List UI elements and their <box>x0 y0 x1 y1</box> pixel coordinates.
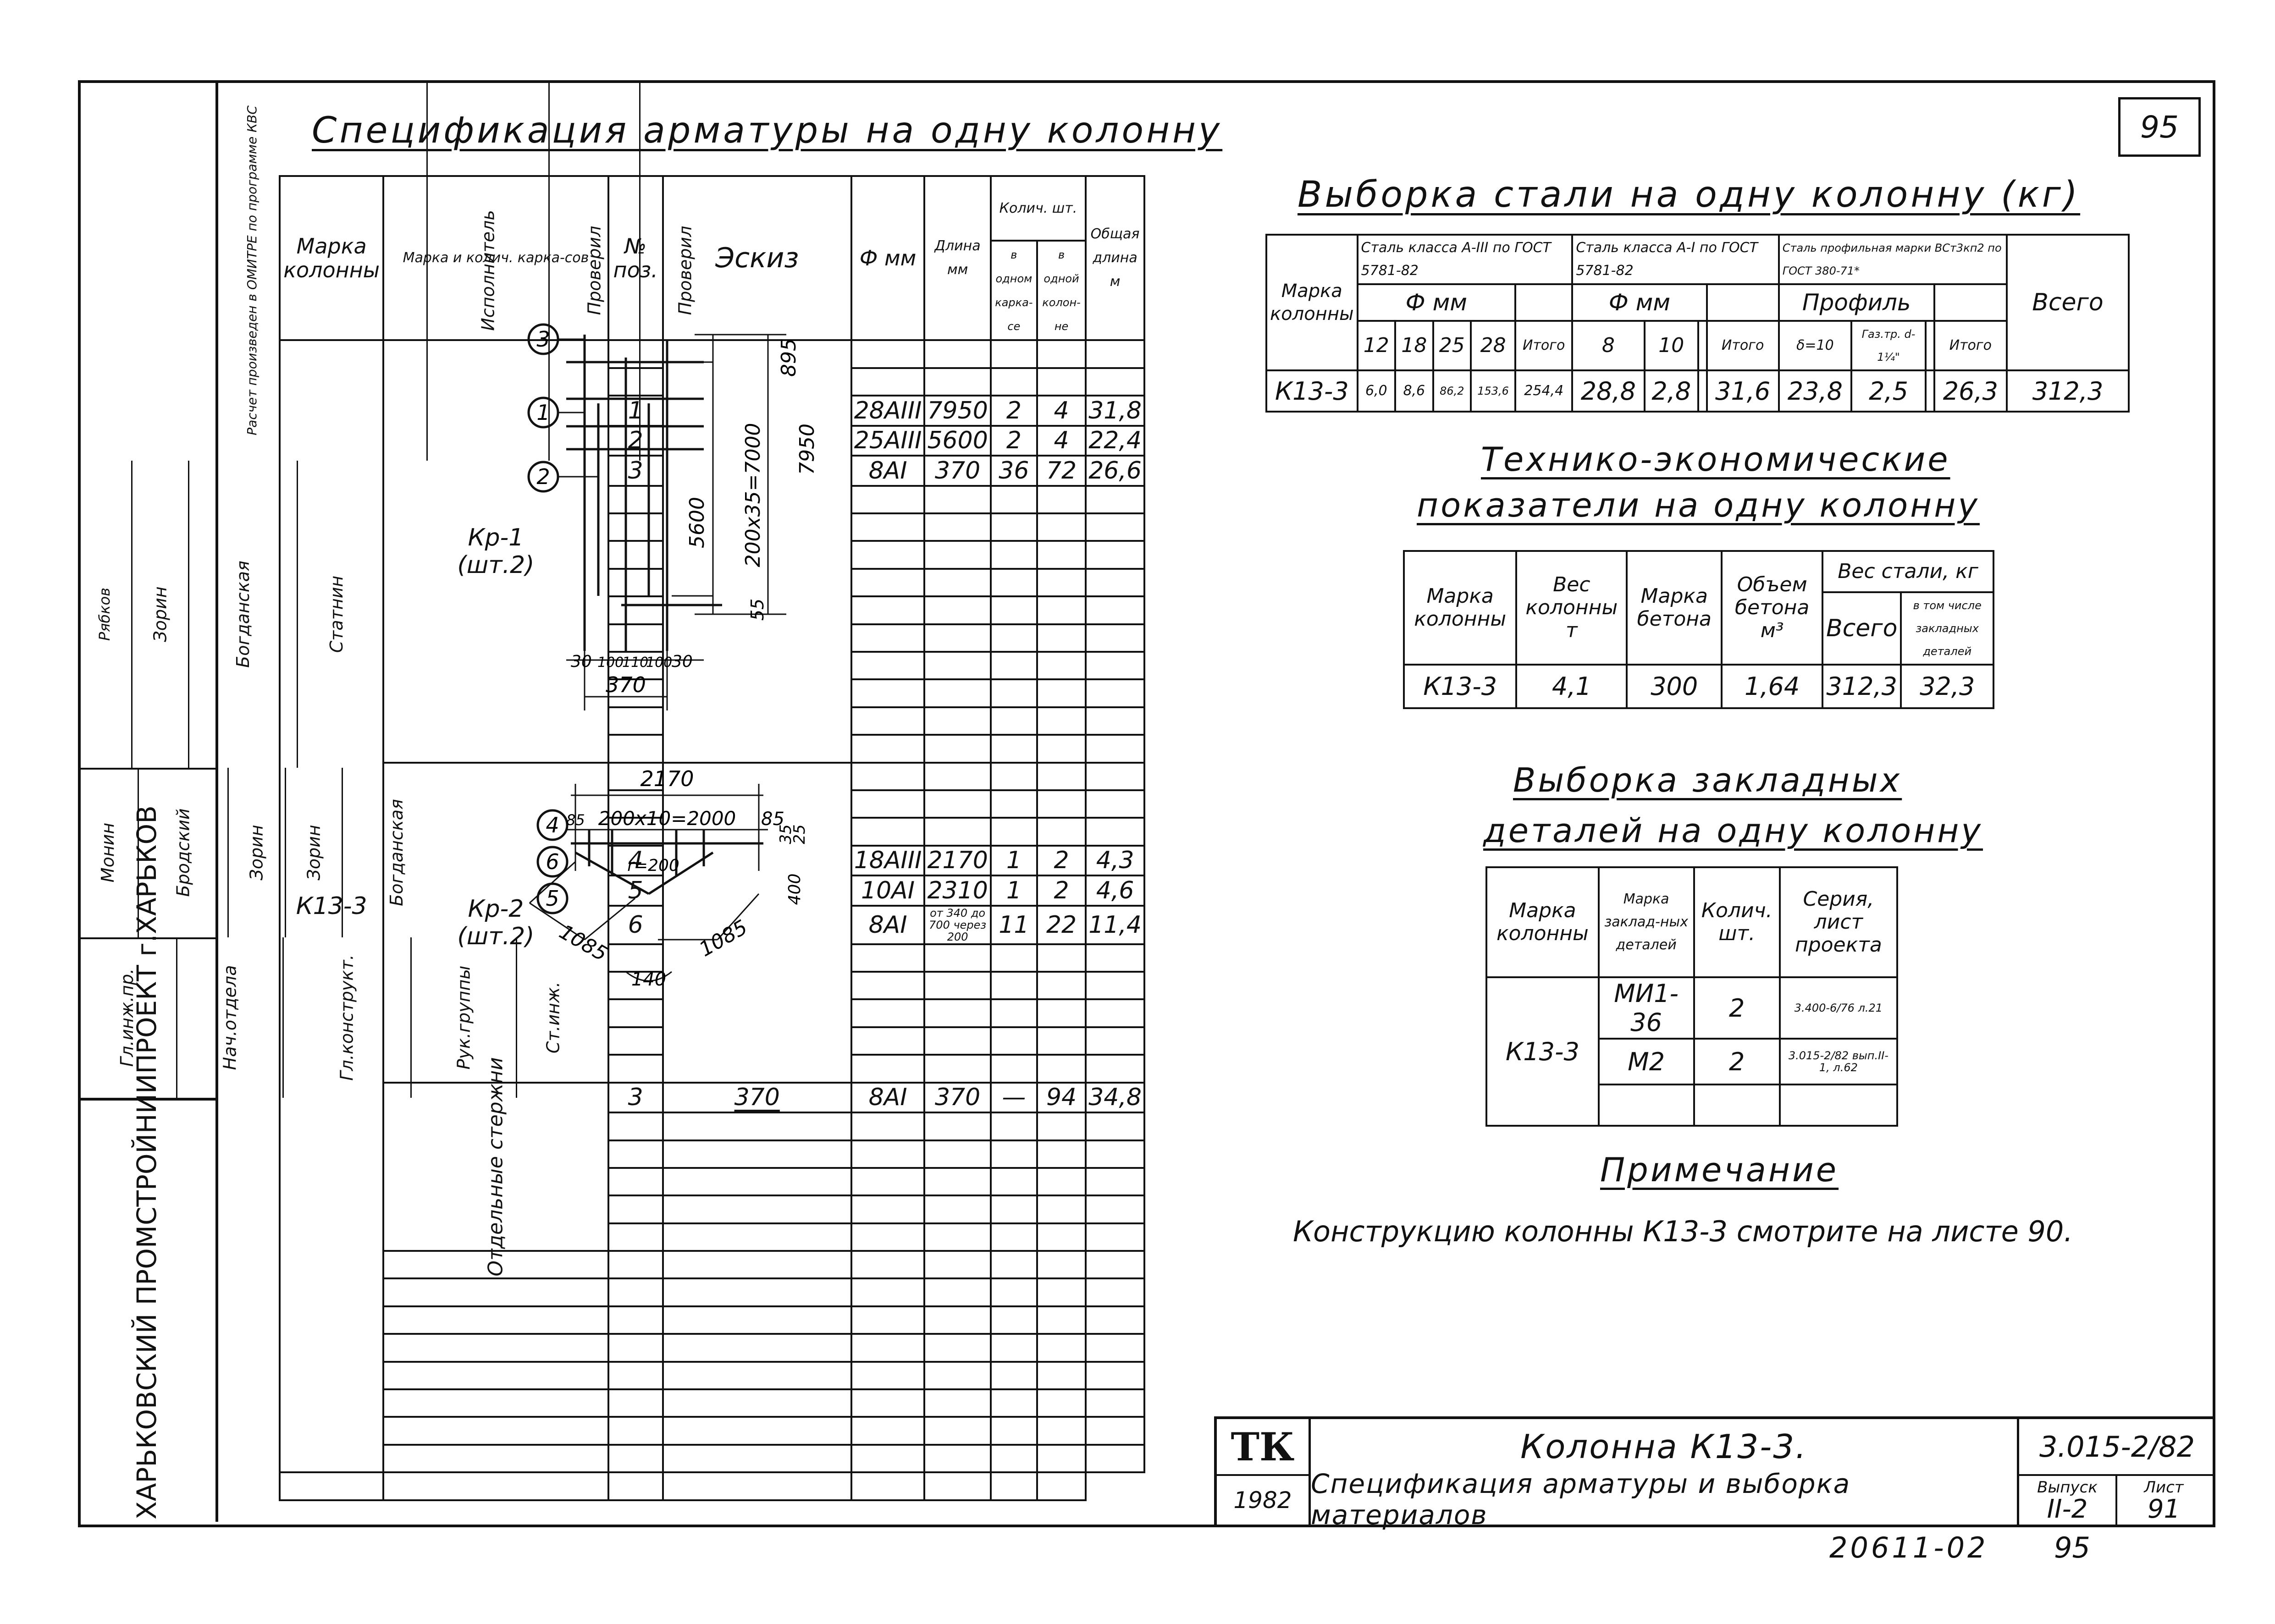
steel-title: Выборка стали на одну колонну (кг) <box>1298 174 2081 215</box>
dim-label: 110 <box>622 655 648 671</box>
hdr-qty-col: в одной колон-не <box>1036 240 1087 341</box>
footer-page: 95 <box>2054 1531 2090 1564</box>
steel-table: Марка колонны Сталь класса А-III по ГОСТ… <box>1265 234 2130 413</box>
dim-label: 30 <box>571 652 592 671</box>
dim-label: 85 <box>761 809 784 830</box>
dim-label: 2170 <box>640 766 694 791</box>
frame1: Кр-1(шт.2) <box>382 339 609 764</box>
sketch1-drawing: 3 1 2 895 200x35=7000 7950 5600 55 30 10… <box>527 323 819 710</box>
sketch2-cell <box>662 761 852 1084</box>
spec-title: Спецификация арматуры на одну колонну <box>312 110 1223 151</box>
sketch3-cell: 370 <box>662 1081 852 1114</box>
dim-label: r=200 <box>627 856 679 875</box>
page-number: 95 <box>2118 97 2201 157</box>
sketch1-marker: 1 <box>536 400 550 425</box>
sheet-cell: Лист 91 <box>2144 1478 2184 1524</box>
tk-logo: ТК <box>1217 1419 1311 1476</box>
roles-block: Гл.инж.пр. Нач.отдела Гл.конструкт. Рук.… <box>78 937 563 1098</box>
title-block: ТК 1982 Колонна К13-3. Спецификация арма… <box>1214 1416 2215 1530</box>
checks-role-block: Расчет произведен в ОМИТРЕ по программе … <box>78 80 696 461</box>
dim-label: 200x35=7000 <box>741 423 765 567</box>
names-block: Монин Бродский Зорин Зорин Богданская <box>78 768 407 939</box>
hdr-qty-frame: в одном карка-се <box>989 240 1038 341</box>
tech-title-2: показатели на одну колонну <box>1417 486 1980 524</box>
sketch2-marker: 4 <box>546 813 559 837</box>
dim-label: 25 <box>790 824 809 844</box>
hdr-dia: Ф мм <box>850 175 926 341</box>
hdr-qty: Колич. шт. <box>989 175 1087 242</box>
note-text: Конструкцию колонны К13-3 смотрите на ли… <box>1293 1215 2073 1248</box>
sketch2-marker: 6 <box>546 849 559 874</box>
year: 1982 <box>1217 1476 1311 1525</box>
checks-block: Рябков Зорин Богданская Статнин <box>78 461 347 770</box>
spec-table: Марка колонны Марка и колич. карка-сов №… <box>278 175 1145 1501</box>
dim-label: 1085 <box>555 920 611 966</box>
dim-label: 30 <box>672 652 693 671</box>
dim-label: 370 <box>606 672 646 697</box>
sketch2-drawing: 4 6 5 2170 85 200x10=2000 85 35 25 r=200… <box>529 766 809 990</box>
hdr-mark: Марка колонны <box>278 175 385 341</box>
dim-label: 55 <box>747 599 768 621</box>
dim-label: 400 <box>785 874 804 905</box>
dim-label: 5600 <box>685 497 709 548</box>
org-name: ХАРЬКОВСКИЙ ПРОМСТРОЙНИИПРОЕКТ г.ХАРЬКОВ <box>131 805 162 1519</box>
inventory-number: 20611-02 <box>1829 1531 1988 1564</box>
dim-label: 1085 <box>696 915 751 961</box>
dim-label: 200x10=2000 <box>598 807 736 830</box>
sketch1-marker: 2 <box>536 464 550 489</box>
column-mark: К13-3 <box>278 339 385 1474</box>
hdr-pos: № поз. <box>607 175 664 341</box>
sketch2-marker: 5 <box>546 886 559 911</box>
dim-label: 35 <box>777 824 795 844</box>
drawing-name: Колонна К13-3. <box>1520 1427 1807 1466</box>
separate-bars: Отдельные стержни <box>382 1057 609 1276</box>
sketch1-cell <box>662 339 852 764</box>
dim-label: 140 <box>631 969 666 990</box>
dim-label: 100 <box>597 655 624 671</box>
hdr-total: Общая длина м <box>1085 175 1145 341</box>
hdr-length: Длина мм <box>923 175 992 341</box>
dim-label: 7950 <box>795 424 819 475</box>
doc-code: 3.015-2/82 <box>2017 1419 2215 1476</box>
dim-label: 85 <box>566 811 585 829</box>
issue-cell: Выпуск II-2 <box>2017 1476 2117 1525</box>
dim-label: 100 <box>646 655 672 671</box>
tech-title-1: Технико-экономические <box>1481 440 1950 479</box>
drawing-frame <box>78 80 2215 1527</box>
drawing-desc: Спецификация арматуры и выборка материал… <box>1311 1468 1851 1530</box>
dim-label: 895 <box>777 338 801 377</box>
note-title: Примечание <box>1600 1151 1839 1189</box>
frame2: Кр-2(шт.2) <box>382 761 609 1084</box>
sketch1-marker: 3 <box>536 327 550 352</box>
hdr-sketch: Эскиз <box>662 175 852 341</box>
hdr-frames: Марка и колич. карка-сов <box>382 175 609 341</box>
embedded-title-2: деталей на одну колонну <box>1483 811 1983 850</box>
signature-strip: ХАРЬКОВСКИЙ ПРОМСТРОЙНИИПРОЕКТ г.ХАРЬКОВ… <box>78 80 696 1522</box>
embedded-title-1: Выборка закладных <box>1513 761 1902 799</box>
